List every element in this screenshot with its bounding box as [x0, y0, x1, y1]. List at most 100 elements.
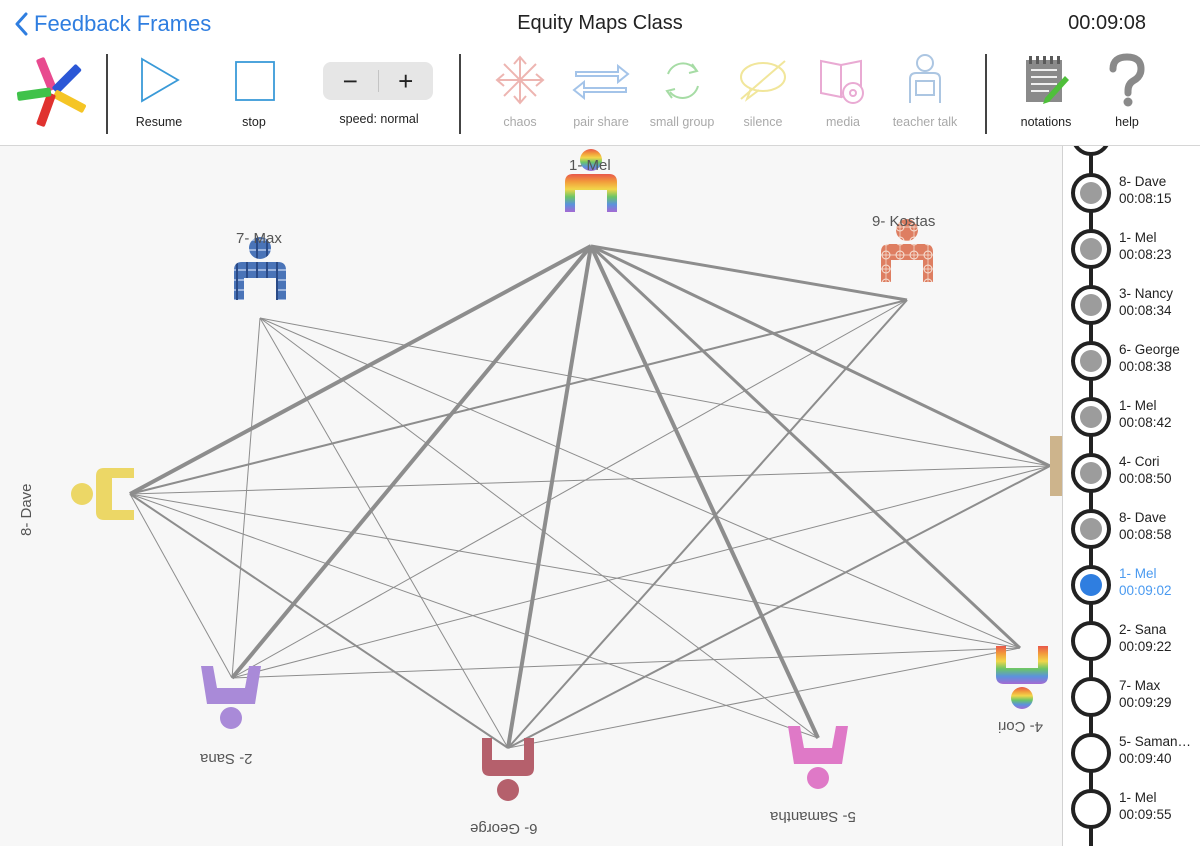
timeline-timestamp: 00:08:23: [1119, 247, 1172, 262]
participant-label-sana: 2- Sana: [200, 750, 253, 767]
people-layer: [71, 149, 1062, 801]
session-timer: 00:09:08: [1068, 12, 1146, 34]
page-title: Equity Maps Class: [517, 12, 683, 34]
timeline-dot: [1071, 509, 1111, 549]
back-button[interactable]: Feedback Frames: [14, 8, 211, 40]
timeline-speaker-name: 2- Sana: [1119, 622, 1167, 637]
participant-label-mel: 1- Mel: [569, 157, 611, 174]
connection-line-sana-offscreen: [231, 465, 1051, 679]
timeline-speaker-name: 1- Mel: [1119, 790, 1157, 805]
small-group-label: small group: [649, 115, 715, 129]
question-mark-icon: [1109, 53, 1145, 107]
timeline-entry[interactable]: 3- Nancy 00:08:34: [1071, 280, 1199, 330]
pinwheel-logo-icon: [16, 57, 86, 127]
chevron-left-icon: [15, 12, 28, 36]
timeline-entry[interactable]: 5- Saman… 00:09:40: [1071, 728, 1199, 778]
timeline-timestamp: 00:08:50: [1119, 471, 1172, 486]
timeline-dot: [1071, 341, 1111, 381]
participant-label-kostas: 9- Kostas: [872, 213, 936, 230]
timeline-timestamp: 00:08:58: [1119, 527, 1172, 542]
timeline-speaker-name: 8- Dave: [1119, 510, 1167, 525]
notations-label: notations: [1020, 115, 1072, 129]
timeline-dot: [1071, 285, 1111, 325]
chaos-button[interactable]: chaos: [494, 52, 546, 129]
media-button[interactable]: media: [818, 52, 868, 129]
timeline-timestamp: 00:09:22: [1119, 639, 1172, 654]
timeline-timestamp: 00:09:55: [1119, 807, 1172, 822]
connection-line-kostas-dave: [129, 299, 908, 495]
timeline-entry[interactable]: 1- Mel 00:09:55: [1071, 784, 1199, 834]
equity-map-canvas: 1- Mel 9- Kostas 7- Max 8- Dave 2- Sana …: [0, 146, 1062, 846]
participant-offscreen-icon[interactable]: [1050, 436, 1062, 496]
pair-share-label: pair share: [573, 115, 629, 129]
notations-button[interactable]: notations: [1018, 52, 1074, 129]
connection-line-max-offscreen: [259, 317, 1051, 467]
participant-dave-icon[interactable]: [71, 468, 134, 520]
teacher-icon: [909, 54, 941, 103]
timeline-speaker-name: 1- Mel: [1119, 230, 1157, 245]
stop-button[interactable]: stop: [228, 52, 280, 129]
participant-label-dave: 8- Dave: [18, 483, 35, 536]
toolbar-divider: [985, 54, 987, 134]
connection-line-max-samantha: [259, 317, 819, 739]
timeline-speaker-name: 6- George: [1119, 342, 1180, 357]
connection-line-mel-george: [506, 245, 593, 749]
connection-line-dave-george: [129, 493, 509, 749]
timeline-speaker-name: 3- Nancy: [1119, 286, 1174, 301]
pair-share-arrows-icon: [572, 63, 630, 100]
timeline-dot: [1071, 173, 1111, 213]
timeline-dot: [1071, 621, 1111, 661]
small-group-button[interactable]: small group: [648, 52, 716, 129]
silence-button[interactable]: silence: [738, 52, 788, 129]
teacher-talk-label: teacher talk: [892, 115, 958, 129]
timeline-entry[interactable]: 1- Mel 00:08:23: [1071, 224, 1199, 274]
toolbar: Resume stop − + speed: normal chaos: [0, 48, 1200, 146]
connection-line-mel-kostas: [590, 244, 908, 302]
connection-line-kostas-george: [507, 299, 908, 749]
connection-line-max-sana: [231, 317, 261, 679]
notepad-icon: [1026, 56, 1069, 104]
connection-line-max-cori: [259, 317, 1021, 649]
participant-max-icon[interactable]: [234, 237, 286, 300]
connection-line-mel-dave: [129, 244, 592, 496]
timeline-entry[interactable]: 2- Sana 00:09:22: [1071, 616, 1199, 666]
connection-line-george-offscreen: [507, 465, 1051, 749]
resume-label: Resume: [135, 115, 183, 129]
resume-button[interactable]: Resume: [132, 52, 186, 129]
timeline-track: [1089, 146, 1093, 846]
pair-share-button[interactable]: pair share: [572, 52, 630, 129]
connection-line-sana-cori: [231, 647, 1021, 679]
edge-layer: [129, 244, 1051, 749]
participant-label-samantha: 5- Samantha: [770, 808, 856, 825]
timeline-timestamp: 00:08:34: [1119, 303, 1172, 318]
connection-line-dave-sana: [129, 493, 233, 679]
connection-lines: [71, 149, 1062, 801]
teacher-talk-button[interactable]: teacher talk: [890, 52, 960, 129]
timeline-entry[interactable]: 8- Dave 00:08:58: [1071, 504, 1199, 554]
help-label: help: [1115, 115, 1139, 129]
speed-increase-button[interactable]: +: [398, 65, 414, 96]
timeline-timestamp: 00:09:40: [1119, 751, 1172, 766]
participant-george-icon[interactable]: [482, 738, 534, 801]
participant-sana-icon[interactable]: [201, 666, 261, 729]
participant-mel-icon[interactable]: [565, 149, 617, 212]
speed-decrease-button[interactable]: −: [342, 65, 358, 96]
participant-kostas-icon[interactable]: [881, 219, 933, 282]
media-book-icon: [820, 59, 864, 104]
timeline-dot: [1071, 229, 1111, 269]
title-bar: Feedback Frames Equity Maps Class 00:09:…: [0, 0, 1200, 48]
timeline-dot: [1071, 565, 1111, 605]
participant-cori-icon[interactable]: [996, 646, 1048, 709]
connection-line-dave-samantha: [129, 493, 819, 739]
participant-samantha-icon[interactable]: [788, 726, 848, 789]
help-button[interactable]: help: [1106, 52, 1148, 129]
timeline-timestamp: 00:08:42: [1119, 415, 1172, 430]
timeline-speaker-name: 5- Saman…: [1119, 734, 1192, 749]
